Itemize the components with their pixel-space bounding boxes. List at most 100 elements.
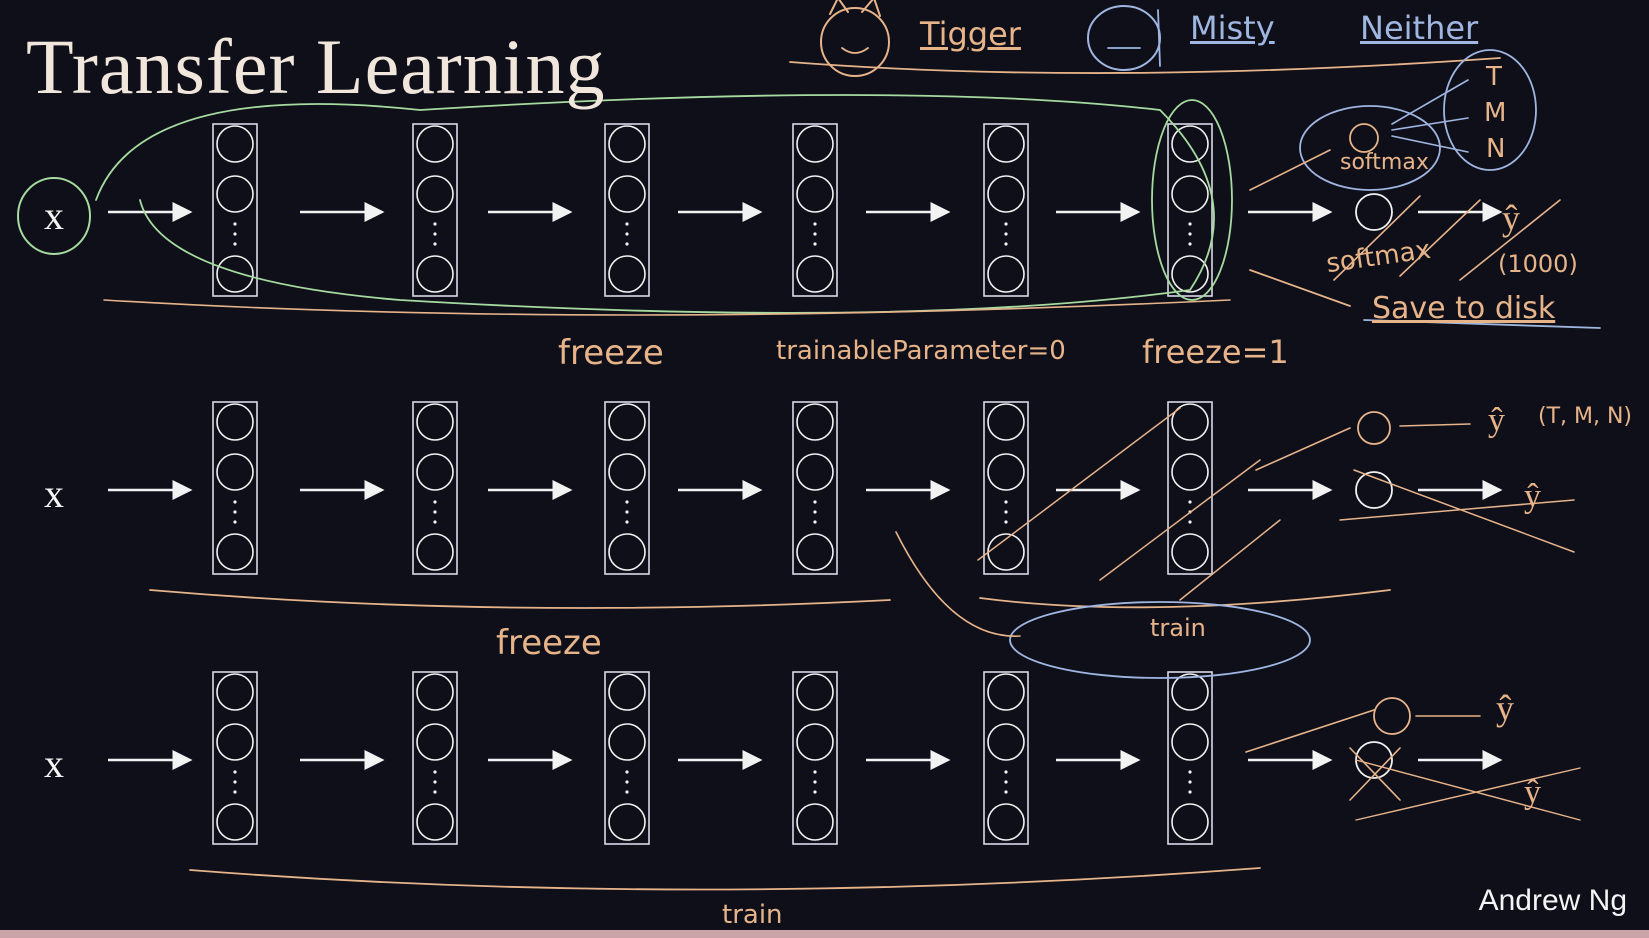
row1-neuron [216,255,254,293]
row1-neuron [216,125,254,163]
row3-ellipsis-dot [625,780,629,784]
row1-bottom-brace [103,299,1231,316]
row2-ellipsis-dot [813,510,817,514]
row1-ellipsis-dot [813,222,817,226]
row3-neuron [216,723,254,761]
row2-neuron [416,533,454,571]
row3-layer [412,671,458,845]
row3-neuron [608,673,646,711]
row3-layer-box [792,671,838,845]
row3-ellipsis-dot [1188,770,1192,774]
row3-layer-box [212,671,258,845]
row3-neuron [216,673,254,711]
row1-ellipsis-dot [625,222,629,226]
row1-ellipsis-dot [233,232,237,236]
row2-layer [604,401,650,575]
row1-layer [1167,123,1213,297]
row2-ellipsis-dot [433,510,437,514]
row1-layer-box [983,123,1029,297]
misty-face-icon [1087,5,1161,71]
row3-neuron [1171,803,1209,841]
row3-ellipsis-dot [233,780,237,784]
row1-units-crossed: (1000) [1498,250,1578,278]
row3-neuron [416,723,454,761]
row1-ellipsis-dot [1188,232,1192,236]
row3-train-label: train [722,900,783,930]
save-to-disk-pointer [1249,269,1351,307]
row2-new-output-neuron [1357,411,1391,445]
row3-output-yhat: ŷ [1524,774,1541,811]
class-misty: Misty [1190,9,1275,47]
row1-ellipsis-dot [813,242,817,246]
row2-layer-box [604,401,650,575]
row2-ellipsis-dot [433,520,437,524]
row3-ellipsis-dot [433,770,437,774]
row1-ellipsis-dot [233,242,237,246]
row2-neuron [608,453,646,491]
row1-neuron [608,175,646,213]
class-neither: Neither [1360,9,1479,47]
row2-freeze-brace [149,589,891,609]
row3-neuron [796,723,834,761]
row1-neuron [987,125,1025,163]
row3-neuron [608,803,646,841]
new-softmax-highlight [1299,105,1441,191]
class-letter-m: M [1484,98,1507,128]
row3-layer-box [604,671,650,845]
row2-layer [212,401,258,575]
row2-ellipsis-dot [625,500,629,504]
row3-old-output-cross [1349,747,1401,801]
row1-layer-box [792,123,838,297]
row3-ellipsis-dot [233,770,237,774]
row2-neuron [216,533,254,571]
row2-new-output-arrow [1255,427,1351,471]
row3-layer [983,671,1029,845]
row3-neuron [987,803,1025,841]
annotations [17,0,1601,891]
row1-layer-box [1167,123,1213,297]
row2-ellipsis-dot [1004,510,1008,514]
row2-neuron [796,453,834,491]
row1-neuron [608,255,646,293]
row3-ellipsis-dot [813,770,817,774]
row2-neuron [1171,403,1209,441]
row1-layer [604,123,650,297]
row1-output-yhat: ŷ [1502,198,1520,238]
row3-layer [212,671,258,845]
input-x-row1: x [44,193,64,238]
row1-layer-box [604,123,650,297]
row1-ellipsis-dot [233,222,237,226]
row1-neuron [1171,255,1209,293]
row3-ellipsis-dot [1188,790,1192,794]
row1-neuron [416,175,454,213]
row3-layer-box [1167,671,1213,845]
row2-neuron [608,533,646,571]
row2-freeze-label: freeze [496,623,602,663]
row1-ellipsis-dot [1004,232,1008,236]
row3-ellipsis-dot [433,780,437,784]
row2-ellipsis-dot [625,510,629,514]
row2-layer-box [792,401,838,575]
row1-to-softmax-stroke [1249,149,1331,191]
row1-layer-box [412,123,458,297]
row1-ellipsis-dot [433,232,437,236]
footer-strip [0,930,1649,938]
row3-ellipsis-dot [1004,770,1008,774]
row3-train-brace [189,867,1261,891]
row2-ellipsis-dot [625,520,629,524]
input-x-row3: x [44,741,64,786]
row3-layer [792,671,838,845]
new-softmax-neuron [1349,123,1379,153]
row2-layer-box [983,401,1029,575]
row1-freeze-label: freeze [558,333,664,373]
save-to-disk-underline [1363,319,1601,329]
row1-layer [792,123,838,297]
row1-ellipsis-dot [625,232,629,236]
credit: Andrew Ng [1478,884,1627,917]
row2-layer [792,401,838,575]
row2-neuron [796,403,834,441]
row2-train-label: train [1150,614,1206,642]
row3-neuron [796,803,834,841]
row1-trainable-label: trainableParameter=0 [776,336,1066,366]
row3-neuron [1171,723,1209,761]
